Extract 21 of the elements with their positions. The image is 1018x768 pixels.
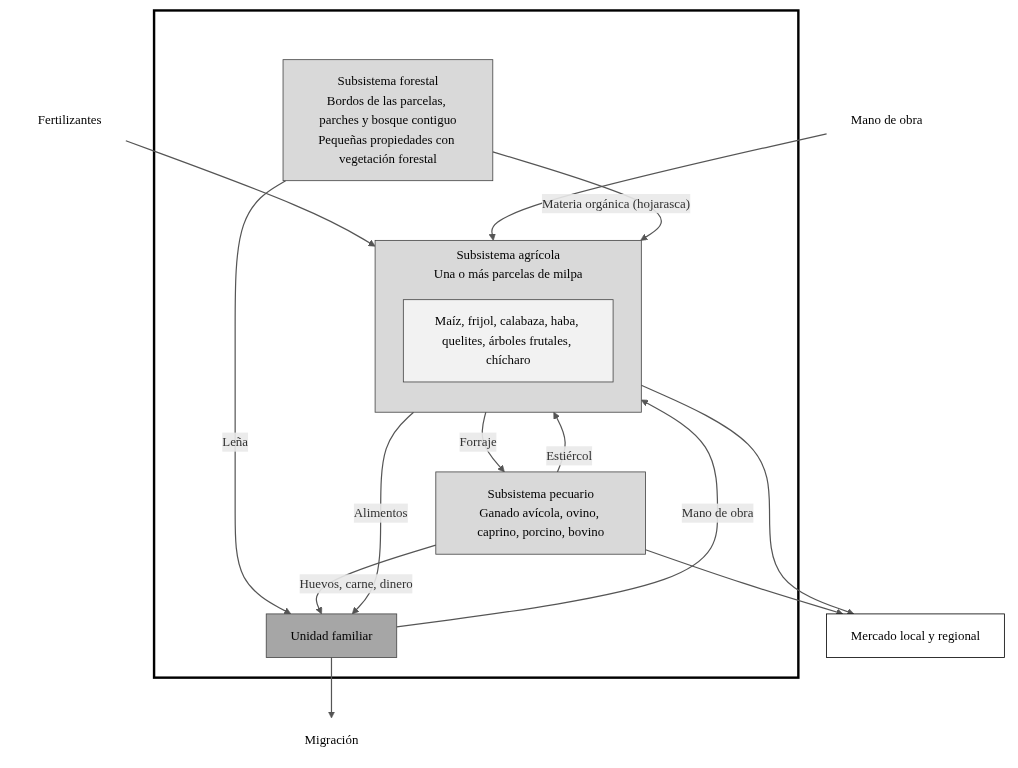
edge-label: Alimentos	[353, 505, 408, 520]
node-box: Mercado local y regional	[826, 613, 1005, 658]
node-text: Mano de obra	[850, 112, 923, 127]
node-text: Fertilizantes	[37, 112, 102, 127]
arrow	[234, 180, 292, 615]
edge-label: Forraje	[459, 434, 497, 449]
arrow	[396, 399, 719, 628]
arrow	[125, 140, 376, 247]
node-box: Subsistema forestal Bordos de las parcelas, parches y bosque contiguo Pequeñas propiedades con vegetación forestal	[282, 59, 494, 182]
node-box: Subsistema pecuario Ganado avícola, ovino, caprino, porcino, bovino	[435, 471, 646, 555]
node-text: Migración	[304, 732, 359, 747]
cluster	[152, 9, 800, 679]
edge-label: Mano de obra	[681, 505, 754, 520]
node-box: Unidad familiar	[265, 613, 398, 658]
edge-label: Estiércol	[546, 448, 593, 463]
edge-label: Leña	[222, 434, 249, 449]
edge-label: Huevos, carne, dinero	[299, 576, 413, 591]
arrow	[327, 656, 336, 719]
arrow	[351, 411, 415, 615]
node-box: Maíz, frijol, calabaza, haba, quelites, árboles frutales, chícharo	[402, 299, 614, 383]
edge-label: Materia orgánica (hojarasca)	[541, 196, 691, 211]
